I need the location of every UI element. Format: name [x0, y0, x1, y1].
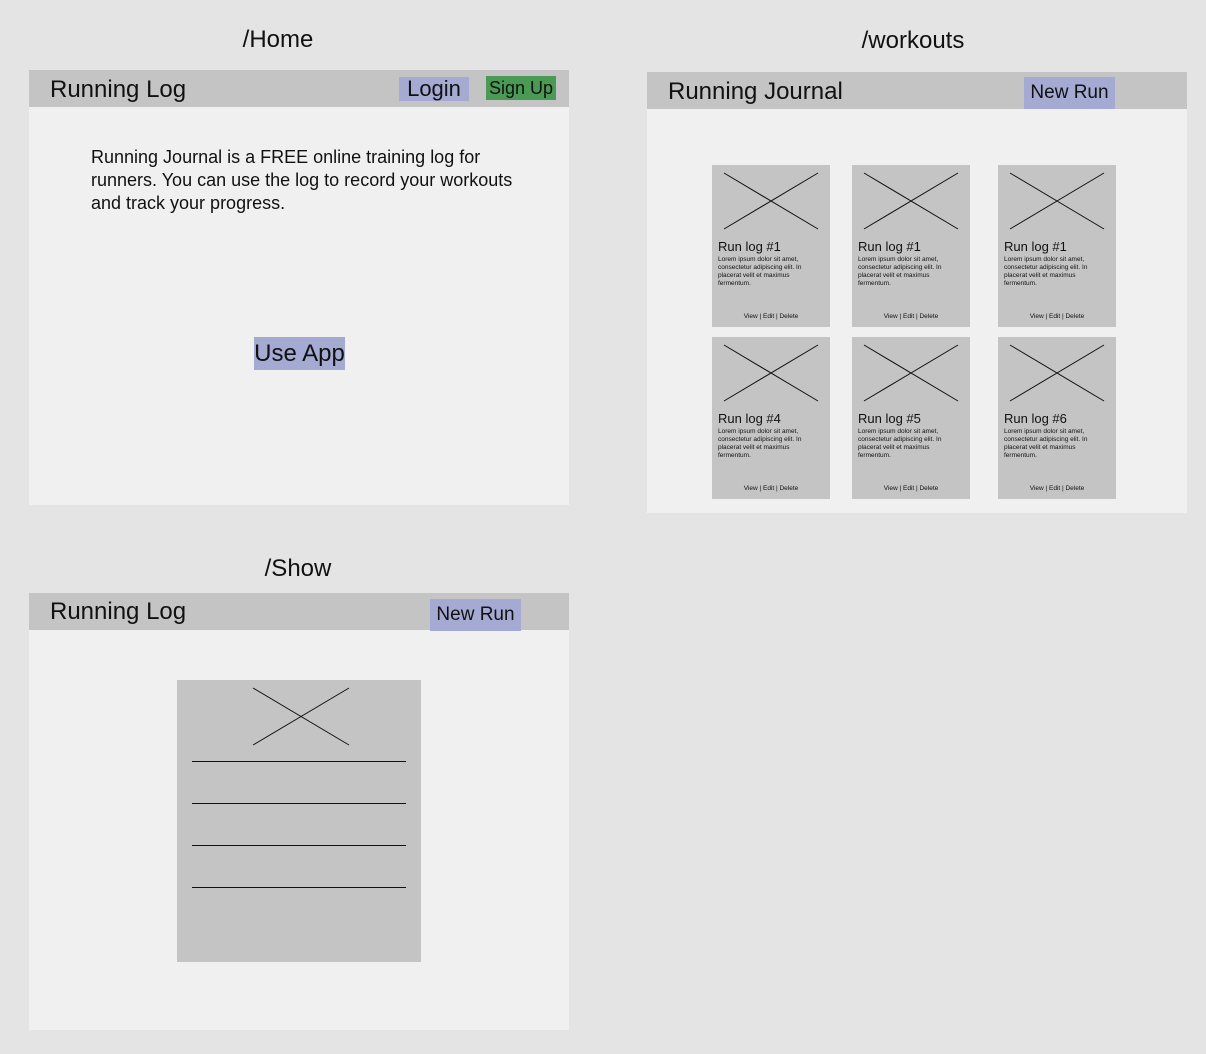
run-card[interactable]: Run log #1 Lorem ipsum dolor sit amet, c… [852, 165, 970, 327]
show-navbar: Running Log New Run [29, 593, 569, 631]
run-card-actions[interactable]: View | Edit | Delete [743, 485, 799, 492]
show-wireframe: Running Log New Run [29, 593, 569, 1030]
home-brand[interactable]: Running Log [50, 76, 187, 103]
run-card-title: Run log #6 [1004, 411, 1067, 426]
new-run-button[interactable]: New Run [1024, 77, 1115, 109]
login-button[interactable]: Login [399, 77, 469, 101]
signup-button[interactable]: Sign Up [486, 76, 556, 100]
workouts-route-label: /workouts [861, 27, 965, 54]
run-card-description: Lorem ipsum dolor sit amet, consectetur … [858, 256, 942, 287]
run-card-title: Run log #5 [858, 411, 921, 426]
workouts-navbar: Running Journal New Run [647, 72, 1187, 109]
run-card-title: Run log #1 [718, 239, 781, 254]
run-card-description: Lorem ipsum dolor sit amet, consectetur … [1004, 256, 1088, 287]
run-card-actions[interactable]: View | Edit | Delete [883, 485, 939, 492]
run-card-actions[interactable]: View | Edit | Delete [883, 313, 939, 320]
run-card-title: Run log #4 [718, 411, 781, 426]
run-card-actions[interactable]: View | Edit | Delete [1029, 313, 1085, 320]
run-card-actions[interactable]: View | Edit | Delete [743, 313, 799, 320]
run-card-description: Lorem ipsum dolor sit amet, consectetur … [718, 428, 802, 459]
run-card[interactable]: Run log #1 Lorem ipsum dolor sit amet, c… [998, 165, 1116, 327]
home-navbar: Running Log Login Sign Up [29, 70, 569, 107]
image-placeholder-icon [1009, 344, 1105, 402]
new-run-button[interactable]: New Run [430, 599, 521, 631]
run-card-title: Run log #1 [1004, 239, 1067, 254]
run-card[interactable]: Run log #1 Lorem ipsum dolor sit amet, c… [712, 165, 830, 327]
image-placeholder-icon [723, 344, 819, 402]
image-placeholder-icon [723, 172, 819, 230]
run-detail-placeholder [192, 687, 406, 888]
home-route-label: /Home [242, 26, 314, 53]
image-placeholder-icon [1009, 172, 1105, 230]
use-app-button[interactable]: Use App [254, 337, 345, 370]
run-card-description: Lorem ipsum dolor sit amet, consectetur … [858, 428, 942, 459]
home-intro-text: Running Journal is a FREE online trainin… [91, 147, 513, 213]
image-placeholder-icon [863, 344, 959, 402]
image-placeholder-cross [252, 687, 350, 746]
show-route-label: /Show [264, 555, 332, 582]
run-card[interactable]: Run log #6 Lorem ipsum dolor sit amet, c… [998, 337, 1116, 499]
run-card-description: Lorem ipsum dolor sit amet, consectetur … [718, 256, 802, 287]
workouts-brand[interactable]: Running Journal [668, 78, 843, 105]
run-card-description: Lorem ipsum dolor sit amet, consectetur … [1004, 428, 1088, 459]
run-card[interactable]: Run log #4 Lorem ipsum dolor sit amet, c… [712, 337, 830, 499]
run-card[interactable]: Run log #5 Lorem ipsum dolor sit amet, c… [852, 337, 970, 499]
show-brand[interactable]: Running Log [50, 598, 187, 625]
run-detail-card [177, 680, 421, 962]
workouts-wireframe: Running Journal New Run Run log #1 Lorem… [647, 72, 1187, 513]
run-card-title: Run log #1 [858, 239, 921, 254]
image-placeholder-icon [863, 172, 959, 230]
run-card-actions[interactable]: View | Edit | Delete [1029, 485, 1085, 492]
home-wireframe: Running Log Login Sign Up Running Journa… [29, 70, 569, 505]
